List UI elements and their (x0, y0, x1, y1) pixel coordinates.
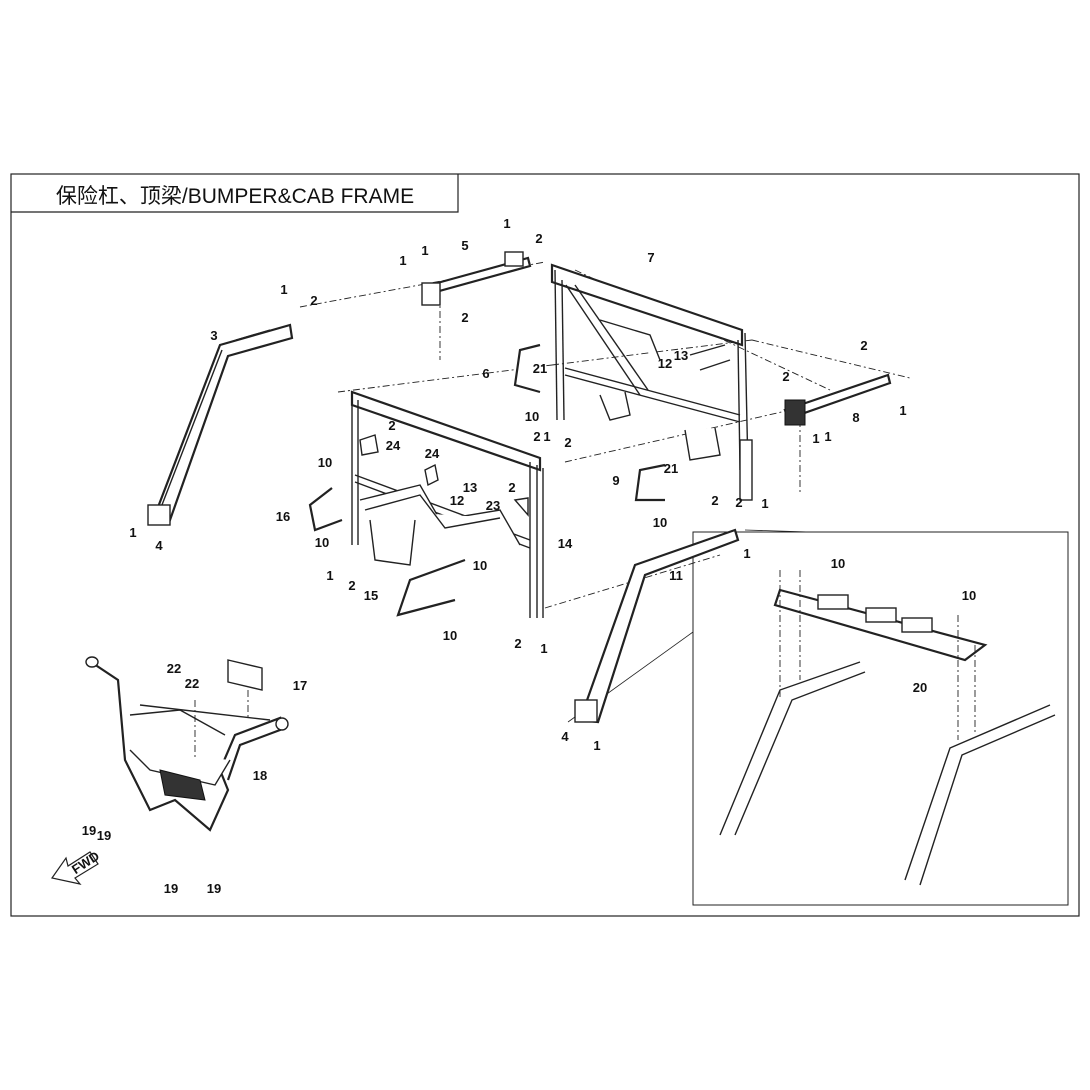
inset-roof-assembly (719, 570, 1056, 886)
callout-1: 1 (899, 403, 906, 418)
callout-21: 21 (533, 361, 547, 376)
part-7-rear-frame (550, 263, 753, 501)
callout-1: 1 (399, 253, 406, 268)
diagram-border (10, 173, 1080, 917)
callout-6: 6 (482, 366, 489, 381)
callout-1: 1 (812, 431, 819, 446)
part-14-front-frame (350, 390, 544, 618)
part-3-left-pillar (147, 323, 294, 526)
callout-19: 19 (82, 823, 96, 838)
callout-16: 16 (276, 509, 290, 524)
callout-1: 1 (593, 738, 600, 753)
callout-21: 21 (664, 461, 678, 476)
callout-18: 18 (253, 768, 267, 783)
callout-2: 2 (535, 231, 542, 246)
callout-1: 1 (824, 429, 831, 444)
callout-2: 2 (514, 636, 521, 651)
gussets (359, 434, 529, 517)
callout-2: 2 (508, 480, 515, 495)
callout-4: 4 (155, 538, 163, 553)
callout-7: 7 (647, 250, 654, 265)
svg-text:FWD: FWD (69, 848, 102, 877)
callout-2: 2 (461, 310, 468, 325)
callout-2: 2 (860, 338, 867, 353)
callout-9: 9 (612, 473, 619, 488)
title-box (11, 174, 459, 213)
callout-11: 11 (669, 568, 683, 583)
callout-1: 1 (280, 282, 287, 297)
part-17-bracket (194, 659, 263, 760)
callout-22: 22 (167, 661, 181, 676)
callout-2: 2 (388, 418, 395, 433)
callout-15: 15 (364, 588, 378, 603)
callout-2: 2 (735, 495, 742, 510)
callout-5: 5 (461, 238, 468, 253)
callout-12: 12 (658, 356, 672, 371)
callout-12: 12 (450, 493, 464, 508)
callout-1: 1 (743, 546, 750, 561)
callout-2: 2 (782, 369, 789, 384)
callout-24: 24 (425, 446, 440, 461)
callout-17: 17 (293, 678, 307, 693)
callout-10: 10 (318, 455, 332, 470)
callout-labels: 1111111111111122222222222223445678910101… (82, 216, 976, 896)
callout-10: 10 (315, 535, 329, 550)
callout-19: 19 (207, 881, 221, 896)
diagram-title: 保险杠、顶梁/BUMPER&CAB FRAME (56, 185, 414, 208)
callout-13: 13 (463, 480, 477, 495)
callout-1: 1 (129, 525, 136, 540)
callout-2: 2 (533, 429, 540, 444)
callout-2: 2 (310, 293, 317, 308)
callout-2: 2 (348, 578, 355, 593)
callout-1: 1 (540, 641, 547, 656)
callout-10: 10 (473, 558, 487, 573)
callout-13: 13 (674, 348, 688, 363)
callout-1: 1 (761, 496, 768, 511)
callout-4: 4 (561, 729, 569, 744)
callout-10: 10 (443, 628, 457, 643)
callout-14: 14 (558, 536, 573, 551)
callout-10: 10 (653, 515, 667, 530)
callout-2: 2 (564, 435, 571, 450)
callout-20: 20 (913, 680, 927, 695)
callout-1: 1 (543, 429, 550, 444)
fwd-arrow-icon: FWD (50, 848, 102, 885)
callout-19: 19 (97, 828, 111, 843)
callout-10: 10 (525, 409, 539, 424)
part-11-right-pillar (574, 528, 740, 724)
part-5-top-bar (421, 251, 532, 306)
part-18-front-bumper (85, 656, 289, 832)
callout-10: 10 (962, 588, 976, 603)
callout-19: 19 (164, 881, 178, 896)
callout-24: 24 (386, 438, 401, 453)
callout-1: 1 (503, 216, 510, 231)
callout-22: 22 (185, 676, 199, 691)
callout-23: 23 (486, 498, 500, 513)
callout-1: 1 (326, 568, 333, 583)
callout-8: 8 (852, 410, 859, 425)
callout-10: 10 (831, 556, 845, 571)
callout-3: 3 (210, 328, 217, 343)
part-8-rear-bar (783, 373, 892, 426)
callout-2: 2 (711, 493, 718, 508)
callout-1: 1 (421, 243, 428, 258)
grab-handles (308, 343, 721, 617)
